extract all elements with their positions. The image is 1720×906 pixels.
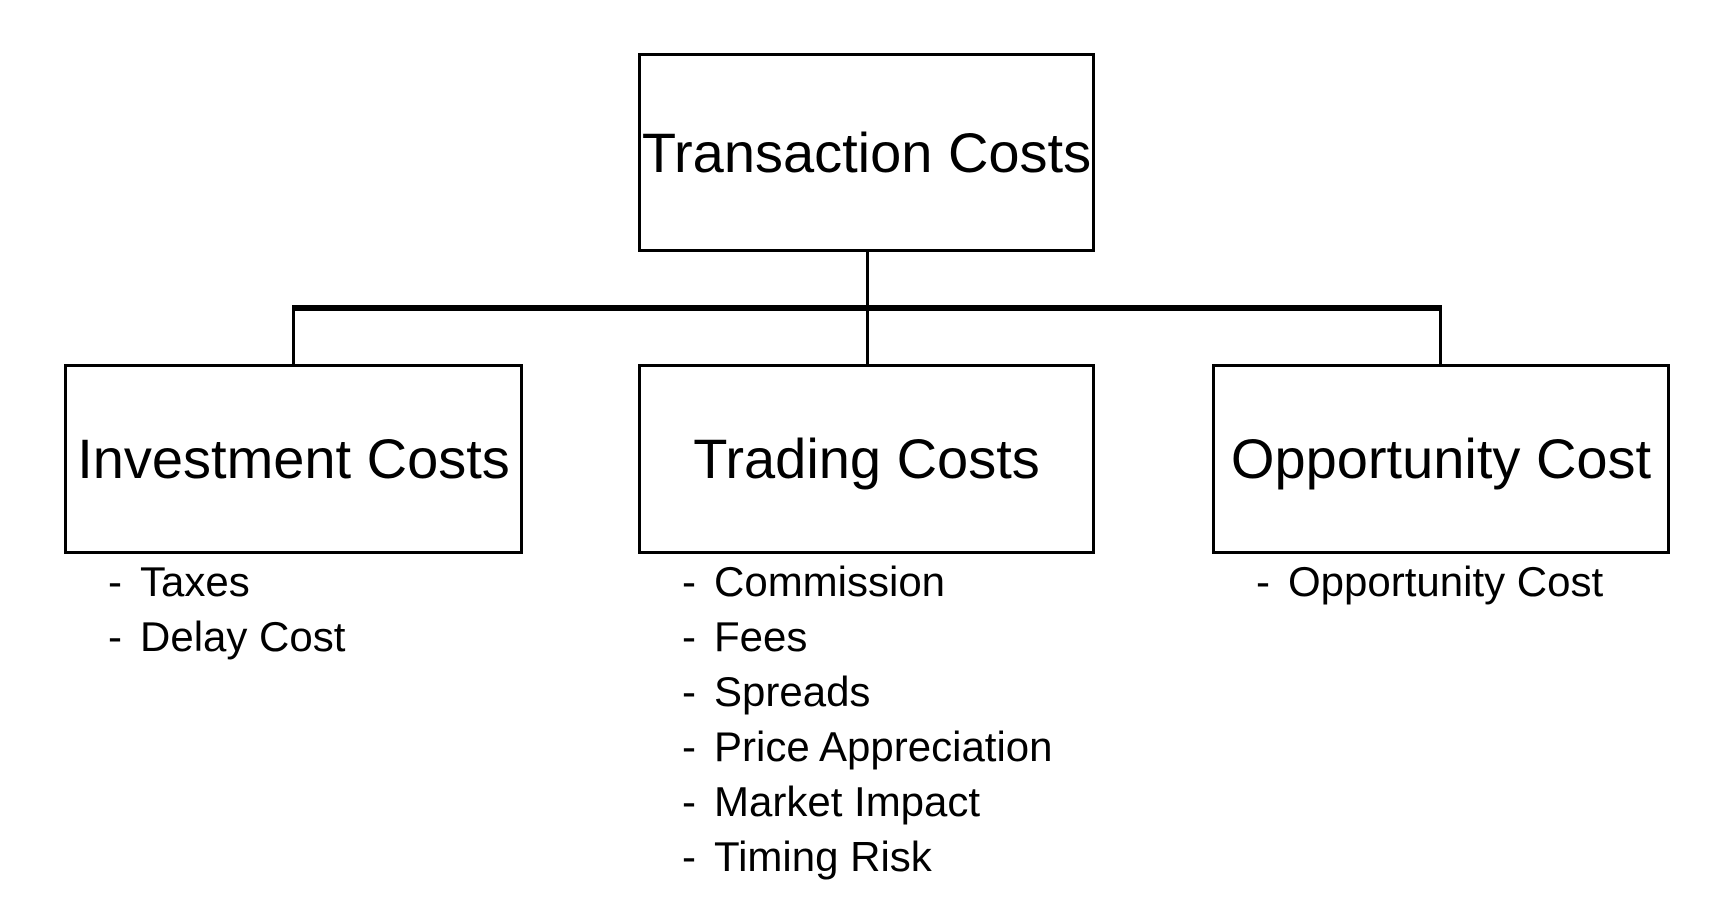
root-connector [866,252,869,309]
category-label-investment: Investment Costs [77,427,510,490]
root-node: Transaction Costs [638,53,1095,252]
list-item: -Spreads [682,664,1053,719]
category-label-opportunity: Opportunity Cost [1230,427,1652,490]
category-node-opportunity: Opportunity Cost [1212,364,1670,554]
connector-investment [292,305,295,367]
bullet-dash: - [682,833,696,880]
item-label: Commission [714,558,946,605]
opportunity-items: -Opportunity Cost [1256,554,1603,609]
list-item: -Timing Risk [682,829,1053,884]
bullet-dash: - [108,558,122,605]
connector-opportunity [1439,305,1442,367]
list-item: -Commission [682,554,1053,609]
item-label: Timing Risk [714,833,932,880]
bullet-dash: - [108,613,122,660]
bullet-dash: - [682,723,696,770]
item-label: Delay Cost [140,613,346,660]
item-label: Spreads [714,668,871,715]
item-label: Price Appreciation [714,723,1053,770]
connector-trading [866,305,869,367]
bullet-dash: - [1256,558,1270,605]
category-label-trading: Trading Costs [693,427,1040,490]
investment-items: -Taxes -Delay Cost [108,554,345,664]
item-label: Fees [714,613,808,660]
root-node-label: Transaction Costs [641,120,1092,184]
list-item: -Delay Cost [108,609,345,664]
bullet-dash: - [682,668,696,715]
category-node-trading: Trading Costs [638,364,1095,554]
item-label: Opportunity Cost [1288,558,1604,605]
trading-items: -Commission -Fees -Spreads -Price Apprec… [682,554,1053,884]
category-node-investment: Investment Costs [64,364,523,554]
list-item: -Taxes [108,554,345,609]
list-item: -Opportunity Cost [1256,554,1603,609]
item-label: Taxes [140,558,250,605]
list-item: -Fees [682,609,1053,664]
item-label: Market Impact [714,778,981,825]
list-item: -Price Appreciation [682,719,1053,774]
list-item: -Market Impact [682,774,1053,829]
bullet-dash: - [682,778,696,825]
bullet-dash: - [682,613,696,660]
bullet-dash: - [682,558,696,605]
